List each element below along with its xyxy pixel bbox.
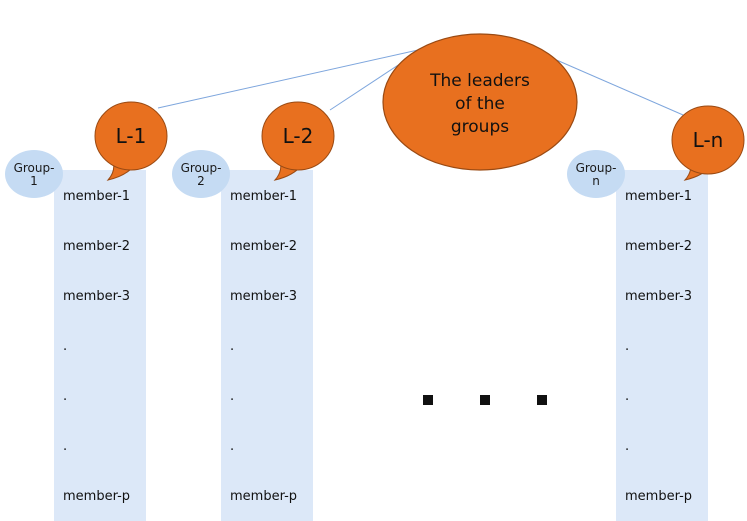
group-bubble — [5, 150, 63, 198]
member-item: . — [625, 389, 629, 404]
member-item: . — [230, 339, 234, 354]
group-2: Group- 2 L-2 member-1 member-2 member-3 … — [172, 101, 335, 521]
group-label-line-2: 1 — [30, 174, 38, 188]
member-item: member-p — [63, 489, 130, 504]
member-item: . — [230, 439, 234, 454]
member-item: member-2 — [625, 239, 692, 254]
group-label-line-2: 2 — [197, 174, 205, 188]
group-n: Group- n L-n member-1 member-2 member-3 … — [567, 105, 745, 521]
member-item: . — [230, 389, 234, 404]
member-item: member-2 — [230, 239, 297, 254]
group-label-line-1: Group- — [576, 161, 617, 175]
member-item: member-3 — [63, 289, 130, 304]
leader-label: L-n — [693, 128, 724, 152]
member-item: . — [63, 389, 67, 404]
member-item: . — [625, 439, 629, 454]
group-1: Group- 1 L-1 member-1 member-2 member-3 … — [5, 101, 168, 521]
ellipsis-dot — [423, 395, 433, 405]
member-item: member-3 — [230, 289, 297, 304]
member-item: member-1 — [230, 189, 297, 204]
member-column — [616, 170, 708, 521]
ellipsis-dot — [480, 395, 490, 405]
connector-line-3 — [544, 54, 691, 119]
connector-line-1 — [157, 49, 419, 109]
leader-label: L-1 — [116, 124, 147, 148]
main-leader-line-2: of the — [455, 94, 505, 114]
member-item: member-2 — [63, 239, 130, 254]
member-item: member-3 — [625, 289, 692, 304]
member-item: member-1 — [63, 189, 130, 204]
main-leader-line-3: groups — [451, 117, 509, 137]
group-label-line-1: Group- — [14, 161, 55, 175]
main-leader-line-1: The leaders — [429, 71, 530, 91]
leader-label: L-2 — [283, 124, 314, 148]
more-groups-ellipsis — [423, 395, 547, 405]
leader-callout: L-1 — [94, 101, 168, 181]
leader-callout: L-n — [671, 105, 745, 181]
ellipsis-dot — [537, 395, 547, 405]
group-bubble — [567, 150, 625, 198]
member-item: . — [63, 339, 67, 354]
member-column — [221, 170, 313, 521]
member-item: member-p — [230, 489, 297, 504]
leader-callout: L-2 — [261, 101, 335, 181]
group-label-line-1: Group- — [181, 161, 222, 175]
group-label-line-2: n — [592, 174, 600, 188]
group-bubble — [172, 150, 230, 198]
member-item: member-p — [625, 489, 692, 504]
main-leader-ellipse: The leaders of the groups — [382, 33, 578, 171]
member-item: . — [625, 339, 629, 354]
member-item: member-1 — [625, 189, 692, 204]
member-column — [54, 170, 146, 521]
member-item: . — [63, 439, 67, 454]
